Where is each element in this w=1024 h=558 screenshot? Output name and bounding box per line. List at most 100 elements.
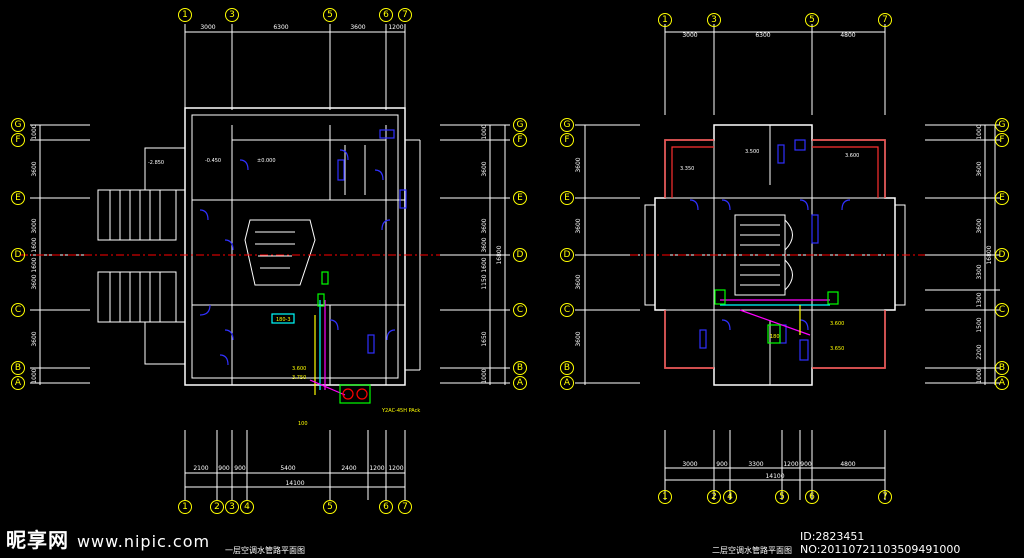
left-plan-right-dim-7: 1000	[481, 368, 488, 383]
watermark-site: www.nipic.com	[76, 532, 211, 551]
right-bottom-axis-6: 6	[809, 492, 815, 502]
right-bottom-total: 14100	[765, 473, 784, 480]
left-bottom-axis-4: 4	[244, 502, 250, 512]
left-plan-right-axis-A-bubble	[513, 376, 527, 390]
left-plan-left-axis-C: C	[15, 305, 21, 315]
right-top-axis-3-bubble	[707, 13, 721, 27]
right-bottom-axis-4-bubble	[723, 490, 737, 504]
right-bottom-dim-4: 900	[800, 461, 812, 468]
watermark-brand-text: 昵享网	[6, 528, 69, 552]
left-floor-plan	[30, 24, 510, 500]
left-top-axis-1-bubble	[178, 8, 192, 22]
right-plan-right-axis-E: E	[999, 193, 1005, 203]
right-bottom-axis-5-bubble	[775, 490, 789, 504]
right-plan-right-dim-6: 2200	[976, 344, 983, 359]
left-plan-pipes	[271, 271, 371, 404]
right-top-axis-5: 5	[809, 15, 815, 25]
right-plan-right-axis-A-bubble	[995, 376, 1009, 390]
right-plan-pipes	[714, 289, 839, 344]
right-top-dim-2: 4800	[840, 32, 855, 39]
left-plan-right-dim-6: 1650	[481, 331, 488, 346]
left-plan-left-dim-5: 3600	[31, 274, 38, 289]
left-plan-left-dim-6: 3600	[31, 331, 38, 346]
left-bottom-dim-2: 900	[234, 465, 246, 472]
right-plan-right-dim-5: 1500	[976, 317, 983, 332]
left-plan-right-dim-2: 3600	[481, 218, 488, 233]
left-top-axis-3-bubble	[225, 8, 239, 22]
left-plan-right-axis-E: E	[517, 193, 523, 203]
left-pipe-label-3: Y2AC-45H PAck	[381, 408, 420, 414]
left-plan-right-total: 16800	[496, 245, 503, 264]
left-bottom-dim-4: 2400	[341, 465, 356, 472]
right-bottom-axis-2-bubble	[707, 490, 721, 504]
left-bottom-axis-3-bubble	[225, 500, 239, 514]
right-plan-left-axis-E-bubble	[560, 191, 574, 205]
right-plan-right-total: 16800	[986, 245, 993, 264]
right-plan-left-axis-C-bubble	[560, 303, 574, 317]
right-plan-right-axis-F-bubble	[995, 133, 1009, 147]
left-bottom-axis-6-bubble	[379, 500, 393, 514]
right-plan-left-axis-D-bubble	[560, 248, 574, 262]
left-bottom-axis-7-bubble	[398, 500, 412, 514]
right-plan-right-dim-4: 1300	[976, 292, 983, 307]
right-bottom-axis-7-bubble	[878, 490, 892, 504]
left-plan-left-axis-A: A	[15, 378, 22, 388]
right-elevation-0: 3.500	[745, 149, 759, 155]
left-plan-right-axis-F: F	[517, 135, 522, 145]
left-top-dim-3: 1200	[388, 24, 403, 31]
right-top-axis-3: 3	[711, 15, 717, 25]
right-bottom-axis-1: 1	[662, 492, 668, 502]
left-plan-right-axis-D: D	[517, 250, 524, 260]
left-bottom-total: 14100	[285, 480, 304, 487]
right-plan-right-dim-3: 3300	[976, 264, 983, 279]
left-plan-left-dim-4: 1600	[31, 257, 38, 272]
left-bottom-axis-4-bubble	[240, 500, 254, 514]
left-plan-left-dim-7: 1000	[31, 368, 38, 383]
left-plan-title: 一层空调水管路平面图	[225, 545, 305, 555]
right-bottom-dim-2: 3300	[748, 461, 763, 468]
right-top-axis-7-bubble	[878, 13, 892, 27]
right-plan-right-dim-7: 1000	[976, 368, 983, 383]
right-plan-right-dim-0: 1000	[976, 124, 983, 139]
left-plan-left-dim-0: 1000	[31, 124, 38, 139]
right-plan-right-axis-F: F	[999, 135, 1004, 145]
left-bottom-dim-1: 900	[218, 465, 230, 472]
left-plan-right-dim-5: 1150	[481, 274, 488, 289]
left-plan-left-axis-G-bubble	[11, 118, 25, 132]
right-top-axis-1: 1	[662, 15, 668, 25]
left-plan-left-axis-F-bubble	[11, 133, 25, 147]
left-top-dim-2: 3600	[350, 24, 365, 31]
left-top-axis-6: 6	[383, 10, 389, 20]
left-plan-right-axis-F-bubble	[513, 133, 527, 147]
left-plan-right-dim-1: 3600	[481, 161, 488, 176]
left-plan-right-axis-A: A	[517, 378, 524, 388]
left-bottom-dim-5: 1200	[369, 465, 384, 472]
right-plan-title: 二层空调水管路平面图	[712, 545, 792, 555]
right-plan-left-axis-A: A	[564, 378, 571, 388]
right-pipe-label-2: 180	[770, 334, 780, 340]
watermark-brand: 昵享网 www.nipic.com	[6, 524, 210, 553]
left-pipe-label-2: 3.750	[292, 375, 306, 381]
right-bottom-axis-7: 7	[882, 492, 888, 502]
left-plan-right-axis-E-bubble	[513, 191, 527, 205]
left-plan-left-axis-D: D	[15, 250, 22, 260]
right-bottom-axis-2: 2	[711, 492, 717, 502]
right-plan-left-axis-F: F	[564, 135, 569, 145]
right-elevation-2: 3.350	[680, 166, 694, 172]
right-plan-left-axis-B-bubble	[560, 361, 574, 375]
left-bottom-axis-2-bubble	[210, 500, 224, 514]
right-pipe-label-0: 3.600	[830, 321, 844, 327]
right-plan-left-axis-B: B	[564, 363, 570, 373]
right-bottom-axis-4: 4	[727, 492, 733, 502]
right-bottom-dim-5: 4800	[840, 461, 855, 468]
left-bottom-dim-3: 5400	[280, 465, 295, 472]
right-plan-right-dim-1: 3600	[976, 161, 983, 176]
left-top-dim-0: 3000	[200, 24, 215, 31]
left-bottom-axis-1-bubble	[178, 500, 192, 514]
left-plan-left-axis-B-bubble	[11, 361, 25, 375]
right-plan-right-axis-C-bubble	[995, 303, 1009, 317]
left-plan-left-axis-E: E	[15, 193, 21, 203]
right-bottom-dim-3: 1200	[783, 461, 798, 468]
right-top-dim-1: 6300	[755, 32, 770, 39]
